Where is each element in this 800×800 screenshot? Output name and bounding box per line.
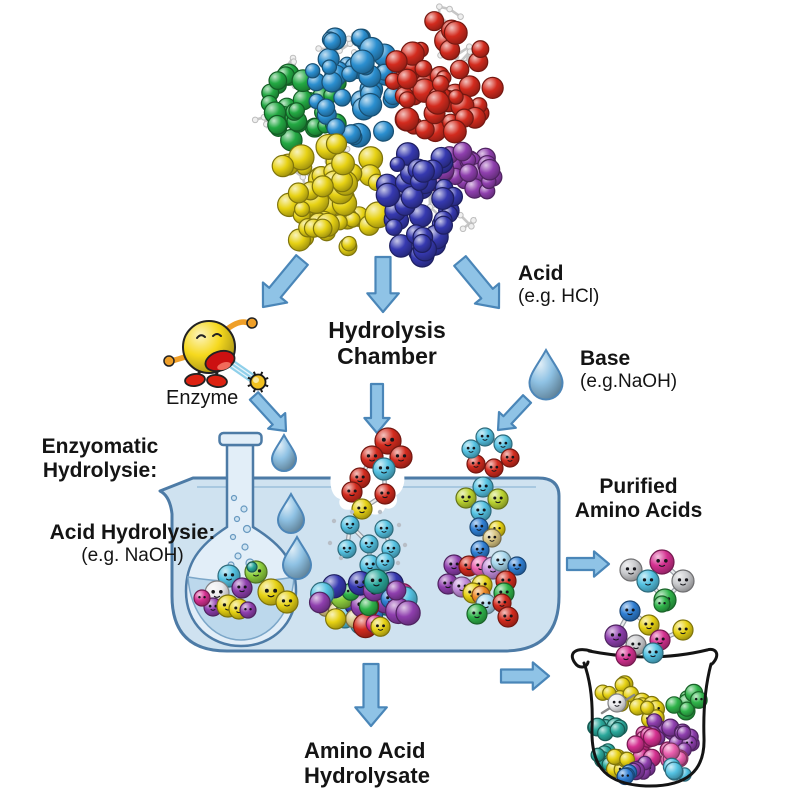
acid-hydrolysis-label: Acid Hydrolysie: (e.g. NaOH): [35, 521, 230, 566]
flask-amino-acids: [193, 560, 299, 620]
hydrolysis-chamber-label: Hydrolysis Chamber: [297, 317, 477, 370]
hydrolysis-chamber-line1: Hydrolysis: [328, 317, 446, 343]
peptide-ring: [461, 427, 520, 478]
water-droplet-2: [276, 491, 306, 534]
acid-hydrolysis-title: Acid Hydrolysie:: [49, 521, 216, 544]
base-subtitle: (e.g.NaOH): [580, 370, 678, 392]
arrow-tank-to-purified: [565, 550, 611, 578]
hydrolysate-line1: Amino Acid: [304, 738, 426, 763]
enzyme-label: Enzyme: [166, 387, 239, 409]
peptide-chain-falling: [341, 427, 413, 520]
amino-acids-falling-into-beaker: [604, 595, 694, 667]
arrow-enzyme-to-tank: [248, 391, 288, 433]
amino-acid-pile: [308, 568, 421, 639]
enzymatic-hydrolysis-label: Enzyomatic Hydrolysie:: [25, 435, 175, 482]
purified-line1: Purified: [599, 475, 678, 498]
enzyme-character: [163, 317, 258, 389]
arrow-chamber-to-tank: [363, 382, 391, 435]
water-droplet-3: [281, 534, 313, 580]
arrow-hydrolysate-to-beaker: [499, 661, 551, 691]
acid-hydrolysis-subtitle: (e.g. NaOH): [81, 544, 184, 566]
hydrolysate-line2: Hydrolysate: [304, 762, 430, 788]
water-droplet-1: [270, 432, 298, 472]
enzyme-substrate-icon: [247, 371, 269, 393]
acid-subtitle: (e.g. HCl): [518, 285, 600, 307]
acid-title: Acid: [518, 262, 564, 285]
purified-amino-acids-label: Purified Amino Acids: [566, 475, 711, 522]
arrow-route-acid: [453, 255, 501, 310]
arrow-tank-to-hydrolysate: [354, 662, 388, 728]
acid-label: Acid (e.g. HCl): [518, 262, 599, 307]
amino-acid-hydrolysate-label: Amino Acid Hydrolysate: [304, 738, 430, 788]
protein-molecule: [260, 11, 504, 268]
purified-line2: Amino Acids: [574, 498, 703, 522]
peptide-chain-right: [437, 476, 527, 628]
beaker-contents: [587, 675, 708, 786]
arrow-base-to-tank: [496, 394, 533, 432]
base-label: Base (e.g.NaOH): [580, 347, 677, 392]
enzymatic-line1: Enzyomatic: [41, 435, 159, 458]
water-droplet-base: [528, 347, 564, 401]
hydrolysis-chamber-line2: Chamber: [337, 342, 437, 369]
base-title: Base: [580, 347, 631, 370]
enzymatic-line2: Hydrolysie:: [42, 458, 158, 482]
arrow-route-chamber: [366, 255, 400, 314]
arrow-route-enzymatic: [261, 254, 309, 309]
